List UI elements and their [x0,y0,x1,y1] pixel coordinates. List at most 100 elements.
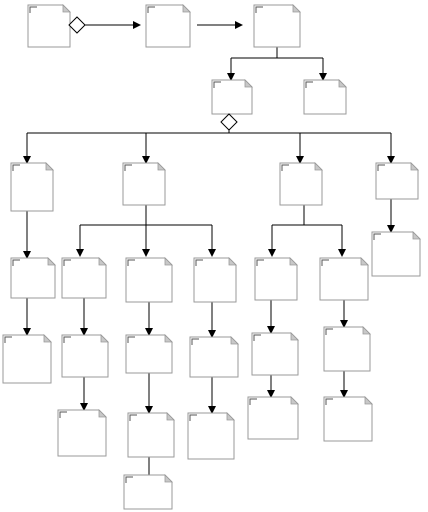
page-shape [2,334,52,384]
page-corner-mark [189,414,197,421]
page-corner-mark [213,81,221,88]
page-shape [10,162,54,212]
page-shape [254,257,298,301]
page-corner-fold [314,162,323,171]
document-node [187,412,235,460]
page-corner-fold [166,412,175,421]
page-corner-fold [362,326,371,335]
page-shape [193,257,237,303]
page-shape [125,334,173,374]
page-corner-mark [249,398,257,405]
page-shape [211,79,253,115]
document-node [57,409,107,457]
page-corner-fold [290,332,299,341]
page-corner-fold [410,162,419,171]
page-corner-mark [377,164,385,171]
document-node [125,257,173,303]
page-corner-mark [127,336,135,343]
page-corner-fold [47,257,56,266]
decision-diamond [220,113,238,131]
decision-diamond [68,16,86,34]
page-corner-mark [127,259,135,266]
page-corner-mark [147,6,155,13]
page-corner-mark [12,164,20,171]
document-node [323,396,373,442]
page-corner-fold [289,257,298,266]
page-corner-fold [338,79,347,88]
page-corner-mark [29,6,37,13]
document-node [319,257,369,301]
page-corner-fold [244,79,253,88]
document-node [303,79,347,115]
page-corner-mark [321,259,329,266]
page-corner-mark [281,164,289,171]
page-shape [61,334,109,378]
page-corner-mark [12,259,20,266]
node-layer [2,4,421,510]
page-corner-mark [305,81,313,88]
document-node [2,334,52,384]
page-shape [145,4,191,48]
page-corner-mark [59,411,67,418]
page-corner-mark [124,164,132,171]
document-node [61,334,109,378]
page-corner-fold [157,162,166,171]
document-node [189,336,239,378]
page-shape [319,257,369,301]
page-corner-mark [253,334,261,341]
page-corner-fold [292,4,301,13]
document-node [323,326,371,372]
page-shape [375,162,419,200]
document-node [127,412,175,458]
page-shape [57,409,107,457]
page-corner-mark [191,338,199,345]
page-corner-fold [290,396,299,405]
connector-layer [23,21,395,475]
page-shape [125,257,173,303]
page-shape [122,162,166,206]
page-corner-fold [45,162,54,171]
document-node [125,334,173,374]
document-node [279,162,323,206]
page-corner-fold [182,4,191,13]
page-corner-mark [325,398,333,405]
page-shape [251,332,299,376]
page-shape [253,4,301,48]
document-node [251,332,299,376]
page-corner-fold [226,412,235,421]
page-shape [27,4,71,48]
page-corner-mark [325,328,333,335]
document-node [253,4,301,48]
page-shape [187,412,235,460]
page-corner-fold [43,334,52,343]
document-node [123,474,173,510]
page-shape [61,257,107,299]
page-corner-fold [62,4,71,13]
page-corner-fold [228,257,237,266]
page-corner-fold [164,257,173,266]
page-corner-fold [100,334,109,343]
page-corner-fold [164,474,173,483]
page-shape [323,396,373,442]
document-node [27,4,71,48]
document-node [254,257,298,301]
page-shape [247,396,299,440]
page-corner-mark [63,336,71,343]
page-shape [323,326,371,372]
page-shape [10,257,56,299]
page-corner-fold [364,396,373,405]
page-corner-mark [256,259,264,266]
page-corner-fold [412,231,421,240]
document-node [371,231,421,277]
document-node [211,79,253,115]
page-corner-mark [4,336,12,343]
document-node [247,396,299,440]
document-node [10,257,56,299]
page-corner-fold [98,257,107,266]
page-corner-mark [63,259,71,266]
page-shape [371,231,421,277]
page-corner-mark [125,476,133,483]
page-shape [279,162,323,206]
page-shape [123,474,173,510]
